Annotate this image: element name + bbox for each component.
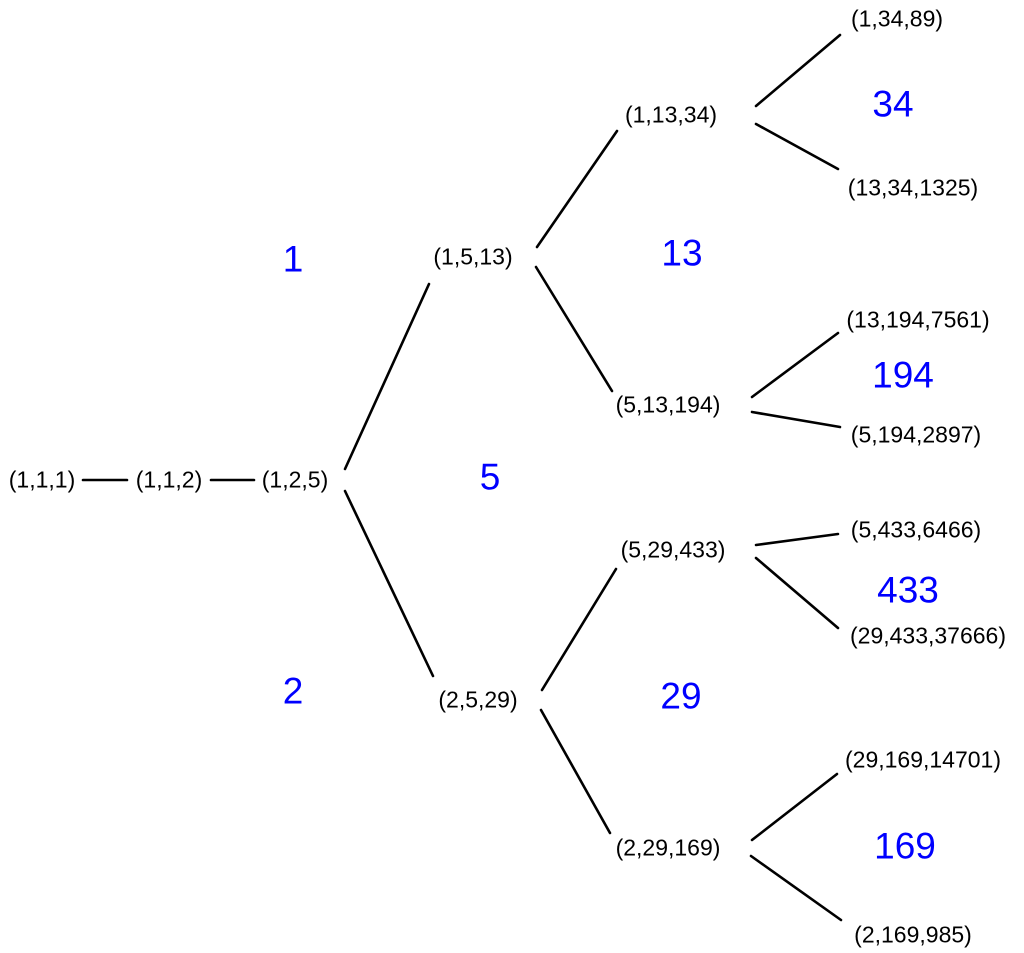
node-2-5-29: (2,5,29) (438, 686, 518, 713)
node-13-34-1325: (13,34,1325) (847, 174, 979, 201)
branch-label-433: 433 (877, 569, 939, 611)
node-13-194-7561: (13,194,7561) (846, 306, 990, 333)
branch-label-194: 194 (872, 354, 934, 396)
branch-label-5: 5 (479, 456, 501, 498)
branch-label-29: 29 (660, 675, 702, 717)
node-1-13-34: (1,13,34) (624, 101, 718, 128)
edge (343, 489, 435, 678)
edge (750, 331, 840, 399)
node-29-433-37666: (29,433,37666) (849, 622, 1007, 649)
edge (754, 33, 842, 108)
node-2-169-985: (2,169,985) (854, 921, 972, 948)
branch-label-1: 1 (282, 238, 304, 280)
edge (754, 532, 840, 547)
node-1-34-89: (1,34,89) (850, 5, 944, 32)
node-5-29-433: (5,29,433) (620, 536, 726, 563)
edge (535, 129, 619, 249)
node-1-5-13: (1,5,13) (433, 243, 513, 270)
node-2-29-169: (2,29,169) (615, 834, 721, 861)
branch-label-34: 34 (872, 83, 914, 125)
edge (540, 567, 618, 692)
edge (539, 708, 612, 835)
branch-label-13: 13 (661, 232, 703, 274)
edge (754, 556, 840, 630)
node-5-194-2897: (5,194,2897) (850, 421, 982, 448)
branch-label-2: 2 (282, 670, 304, 712)
node-5-13-194: (5,13,194) (615, 391, 721, 418)
edge (750, 772, 839, 842)
node-5-433-6466: (5,433,6466) (850, 516, 982, 543)
branch-label-169: 169 (874, 825, 936, 867)
edge (754, 122, 840, 171)
edge (750, 410, 842, 429)
node-1-1-2: (1,1,2) (135, 466, 203, 493)
node-29-169-14701: (29,169,14701) (844, 746, 1002, 773)
edge (343, 282, 431, 471)
node-1-1-1: (1,1,1) (8, 466, 76, 493)
node-1-2-5: (1,2,5) (261, 466, 329, 493)
edge (534, 265, 614, 393)
edge (749, 854, 843, 922)
